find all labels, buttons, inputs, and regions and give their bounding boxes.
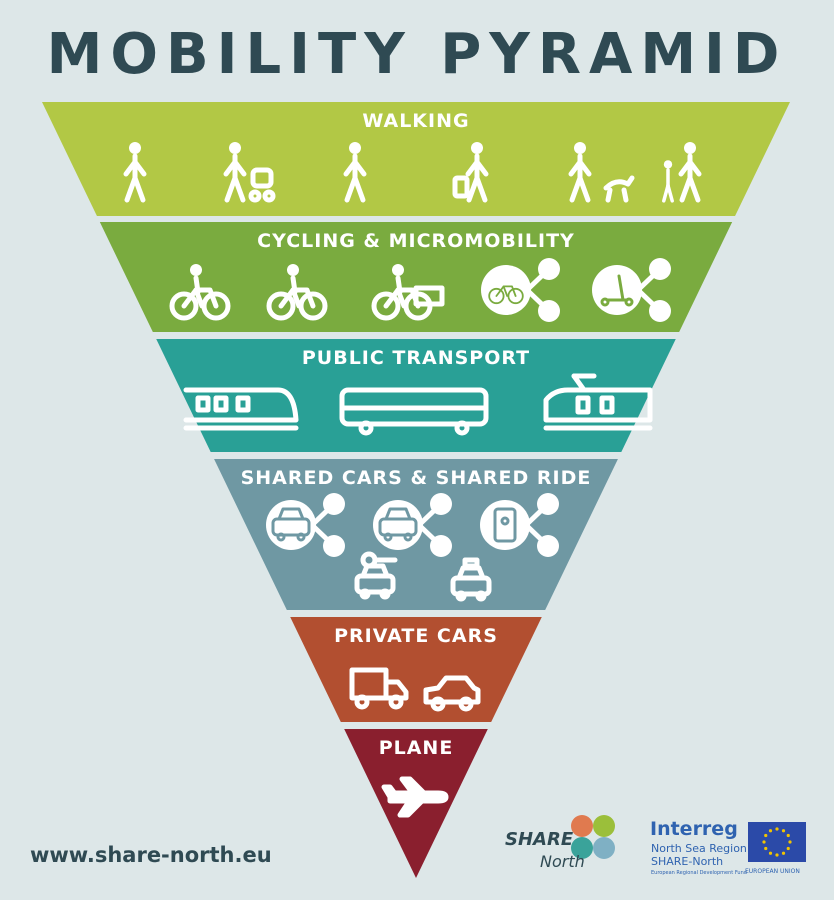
cyclist-icon	[169, 264, 231, 321]
tier-band-2	[156, 339, 676, 452]
cargo-bike-icon	[371, 264, 445, 321]
person-with-suitcase-icon	[452, 142, 489, 203]
eu-label: EUROPEAN UNION	[745, 868, 800, 875]
shared-ride-icon	[373, 493, 452, 557]
tier-label-3: SHARED CARS & SHARED RIDE	[241, 467, 592, 489]
ride-app-icon	[480, 493, 559, 557]
plane-icon	[381, 776, 449, 818]
interreg-title: Interreg	[650, 818, 738, 840]
person-with-stroller-icon	[223, 142, 276, 203]
car-key-icon	[354, 551, 398, 600]
car-icon	[423, 675, 481, 712]
running-person-icon	[343, 142, 367, 203]
eu-flag-icon	[748, 822, 806, 862]
bus-icon	[339, 387, 489, 436]
person-walking-dog-icon	[568, 142, 635, 203]
walking-person-icon	[123, 142, 147, 203]
taxi-icon	[450, 557, 492, 602]
share-north-logo	[571, 815, 615, 859]
website-url[interactable]: www.share-north.eu	[30, 843, 272, 867]
shared-car-icon	[266, 493, 345, 557]
tier-label-4: PRIVATE CARS	[334, 625, 498, 647]
tram-icon	[543, 373, 653, 431]
tier-band-1	[99, 222, 733, 332]
share-logo-sub: North	[540, 852, 585, 871]
tier-label-5: PLANE	[379, 737, 454, 759]
interreg-fund: European Regional Development Fund	[651, 870, 747, 876]
tier-label-1: CYCLING & MICROMOBILITY	[257, 230, 575, 252]
interreg-region: North Sea Region	[651, 842, 747, 855]
train-icon	[183, 387, 299, 431]
tier-label-2: PUBLIC TRANSPORT	[302, 347, 530, 369]
shared-scooter-icon	[592, 258, 671, 322]
interreg-project: SHARE-North	[651, 855, 724, 868]
tier-label-0: WALKING	[362, 110, 469, 132]
adult-with-child-icon	[662, 142, 702, 203]
truck-icon	[349, 667, 409, 710]
page-title: MOBILITY PYRAMID	[46, 22, 788, 87]
cyclist-with-basket-icon	[266, 264, 328, 321]
shared-bike-icon	[481, 258, 560, 322]
share-logo-word: SHARE	[505, 829, 574, 850]
